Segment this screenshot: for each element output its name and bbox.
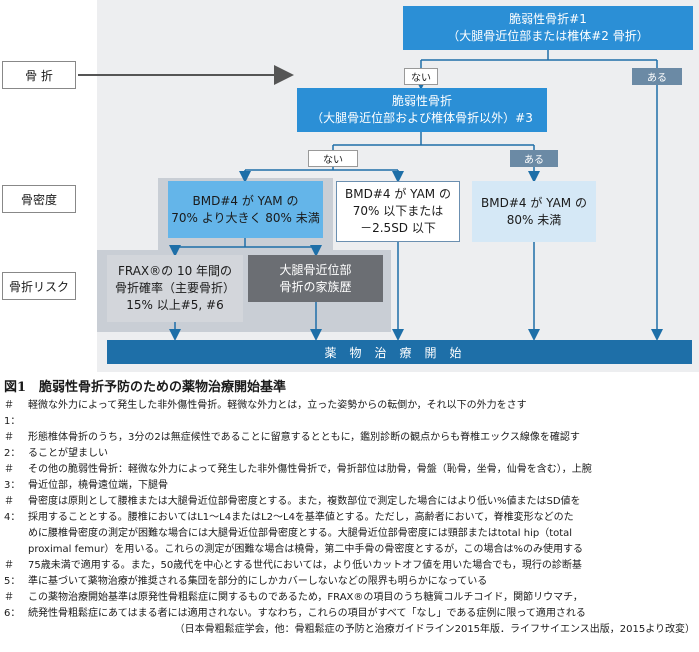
row-label-fracture-risk: 骨折リスク — [2, 272, 76, 300]
note-4: ＃4： 骨密度は原則として腰椎または大腿骨近位部骨密度とする。また，複数部位で測… — [4, 496, 584, 555]
pill-no-1: ない — [404, 68, 438, 85]
pill-yes-1: ある — [632, 68, 682, 85]
node-frax-probability: FRAX®の 10 年間の 骨折確率（主要骨折） 15% 以上#5, #6 — [107, 255, 243, 322]
node-bmd-70-or-less: BMD#4 が YAM の 70% 以下または －2.5SD 以下 — [336, 181, 460, 242]
source-citation: （日本骨粗鬆症学会，他：骨粗鬆症の予防と治療ガイドライン2015年版．ライフサイ… — [174, 624, 695, 635]
node-other-fragility-fracture: 脆弱性骨折 （大腿骨近位部および椎体骨折以外）#3 — [297, 88, 547, 132]
note-6: ＃6： この薬物治療開始基準は原発性骨粗鬆症に関するものであるため，FRAX®の… — [4, 592, 586, 619]
note-2: ＃2： 形態椎体骨折のうち，3分の2は無症候性であることに留意するとともに，鑑別… — [4, 432, 580, 459]
node-bmd-under-80: BMD#4 が YAM の 80% 未満 — [472, 181, 596, 242]
node-hip-fracture-family-history: 大腿骨近位部 骨折の家族歴 — [248, 255, 383, 302]
node-fragility-fracture-hip-vertebral: 脆弱性骨折#1 （大腿骨近位部または椎体#2 骨折） — [403, 6, 693, 50]
pill-no-2: ない — [308, 150, 358, 167]
row-label-bmd: 骨密度 — [2, 185, 76, 213]
note-5: ＃5： 75歳未満で適用する。また，50歳代を中心とする世代においては，より低い… — [4, 560, 582, 587]
node-bmd-70-80: BMD#4 が YAM の 70% より大きく 80% 未満 — [168, 181, 323, 238]
note-1: ＃1： 軽微な外力によって発生した非外傷性骨折。軽微な外力とは，立った姿勢からの… — [4, 400, 527, 427]
figure-notes: 図1 脆弱性骨折予防のための薬物治療開始基準 ＃1： 軽微な外力によって発生した… — [4, 378, 697, 638]
figure-title: 図1 脆弱性骨折予防のための薬物治療開始基準 — [4, 380, 287, 395]
pill-yes-2: ある — [510, 150, 558, 167]
row-label-fracture: 骨 折 — [2, 61, 76, 89]
treatment-start-bar: 薬物治療開始 — [107, 340, 692, 364]
note-3: ＃3： その他の脆弱性骨折：軽微な外力によって発生した非外傷性骨折で，骨折部位は… — [4, 464, 592, 491]
